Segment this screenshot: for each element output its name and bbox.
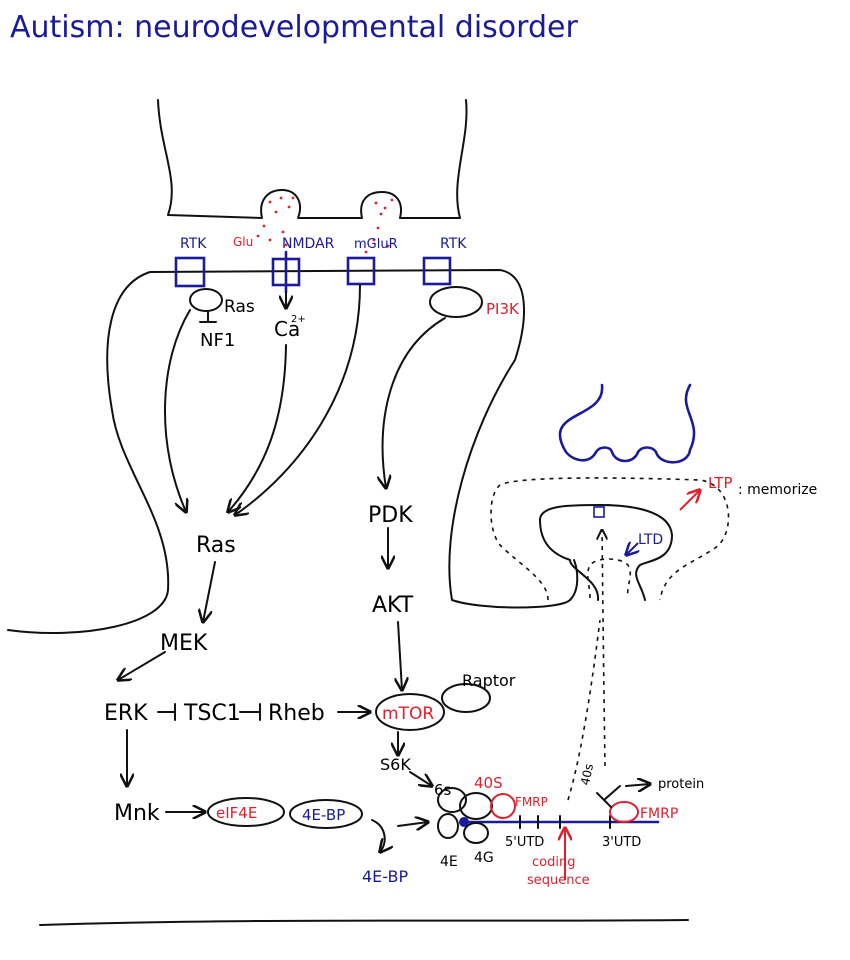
- ltd-shrunken-spine: [587, 558, 632, 599]
- fmrp-left-label: FMRP: [515, 795, 548, 809]
- ltp-arrow: [679, 490, 700, 511]
- rtk-to-ras-arrow: [164, 309, 191, 512]
- local-protein-trafficking: [567, 619, 601, 801]
- presynaptic-terminal: [157, 99, 468, 219]
- s6k-to-s6-arrow: [409, 771, 432, 786]
- page-title: Autism: neurodevelopmental disorder: [10, 10, 578, 45]
- 3utr-label: 3'UTD: [602, 835, 641, 850]
- ltp-label: LTP: [708, 474, 733, 492]
- fmrp-right-label: FMRP: [640, 806, 678, 822]
- mtor-node: mTOR: [382, 704, 434, 724]
- spine-presynaptic-terminal: [558, 383, 696, 464]
- nf1-inhibition: [199, 311, 217, 323]
- ca-charge-label: 2+: [291, 314, 306, 325]
- ca-to-ras-arrow: [228, 344, 287, 512]
- raptor-protein: [441, 683, 491, 713]
- erk-inhibits-tsc1: [157, 703, 176, 721]
- eif4e-node: eIF4E: [216, 804, 257, 822]
- neurotransmitter-dots: [256, 196, 394, 254]
- postsynaptic-membrane: [7, 269, 571, 635]
- pi3k-protein: [429, 286, 483, 318]
- memorize-label: : memorize: [738, 482, 817, 498]
- 4e-bp-bound: [289, 799, 363, 829]
- dendrite-baseline: [39, 919, 689, 926]
- fmrp-right-protein: [609, 801, 639, 823]
- spine-receptor: [593, 506, 605, 518]
- s40-right-label: 40s: [578, 763, 596, 787]
- mek-to-erk-arrow: [118, 651, 166, 680]
- 4e-bp-bound-label: 4E-BP: [302, 806, 345, 824]
- sequence-label: sequence: [527, 873, 590, 888]
- to-protein-arrow: [625, 784, 650, 786]
- rtk-right-label: RTK: [440, 236, 467, 252]
- spine-neck-outline: [569, 559, 579, 601]
- complex-release-arrow: [371, 819, 385, 852]
- ltd-label: LTD: [638, 532, 663, 548]
- s40-label: 40S: [474, 774, 503, 792]
- pi3k-to-pdk-arrow: [383, 317, 446, 488]
- glu-label: Glu: [233, 235, 253, 249]
- s6k-node: S6K: [380, 755, 411, 774]
- ca-label: Ca: [274, 317, 300, 341]
- mglur-label: mGluR: [354, 237, 398, 252]
- ras-to-mek-arrow: [203, 561, 216, 622]
- pi3k-label: PI3K: [486, 300, 520, 318]
- tsc1-node: TSC1: [183, 701, 241, 726]
- protein-label: protein: [658, 777, 704, 792]
- g4-factor: [463, 822, 489, 844]
- rtk-right-receptor: [422, 256, 452, 286]
- nf1-label: NF1: [200, 330, 235, 351]
- akt-to-mtor-arrow: [398, 621, 402, 690]
- 5utr-label: 5'UTD: [505, 835, 544, 850]
- mrna-cap: [459, 817, 469, 827]
- e4-factor: [437, 813, 459, 839]
- fmrp-left-protein: [490, 793, 516, 819]
- raptor-label: Raptor: [462, 671, 516, 690]
- rheb-node: Rheb: [268, 701, 325, 726]
- to-ribosome-arrow: [397, 822, 428, 826]
- mglur-receptor: [346, 256, 376, 286]
- mrna-markers: [519, 815, 611, 829]
- tsc1-inhibits-rheb: [239, 703, 261, 721]
- mglur-to-ras-arrow: [235, 284, 361, 515]
- 4g-label: 4G: [474, 850, 494, 866]
- s6-label: 6s: [434, 781, 452, 799]
- pdk-node: PDK: [368, 503, 413, 528]
- erk-node: ERK: [104, 701, 148, 726]
- rtk-left-receptor: [174, 256, 206, 288]
- protein-release-mark: [596, 785, 621, 808]
- eif4e-protein: [207, 797, 285, 827]
- s6-subunit: [437, 787, 467, 813]
- rtk-left-label: RTK: [180, 236, 207, 252]
- ltd-arrow: [626, 543, 638, 555]
- mnk-node: Mnk: [114, 801, 160, 826]
- ras-membrane-protein: [189, 288, 223, 312]
- coding-label: coding: [532, 855, 575, 870]
- mek-node: MEK: [160, 631, 208, 656]
- nmdar-label: NMDAR: [282, 236, 335, 252]
- 4e-label: 4E: [440, 854, 458, 870]
- mtor-complex: [375, 693, 445, 731]
- 4e-bp-free-label: 4E-BP: [362, 867, 408, 886]
- protein-to-spine-trafficking: [602, 530, 605, 767]
- spine-head: [539, 504, 673, 601]
- akt-node: AKT: [372, 593, 414, 618]
- ltp-enlarged-spine: [490, 477, 730, 601]
- ras-node: Ras: [196, 533, 236, 558]
- ras-small-label: Ras: [224, 297, 255, 317]
